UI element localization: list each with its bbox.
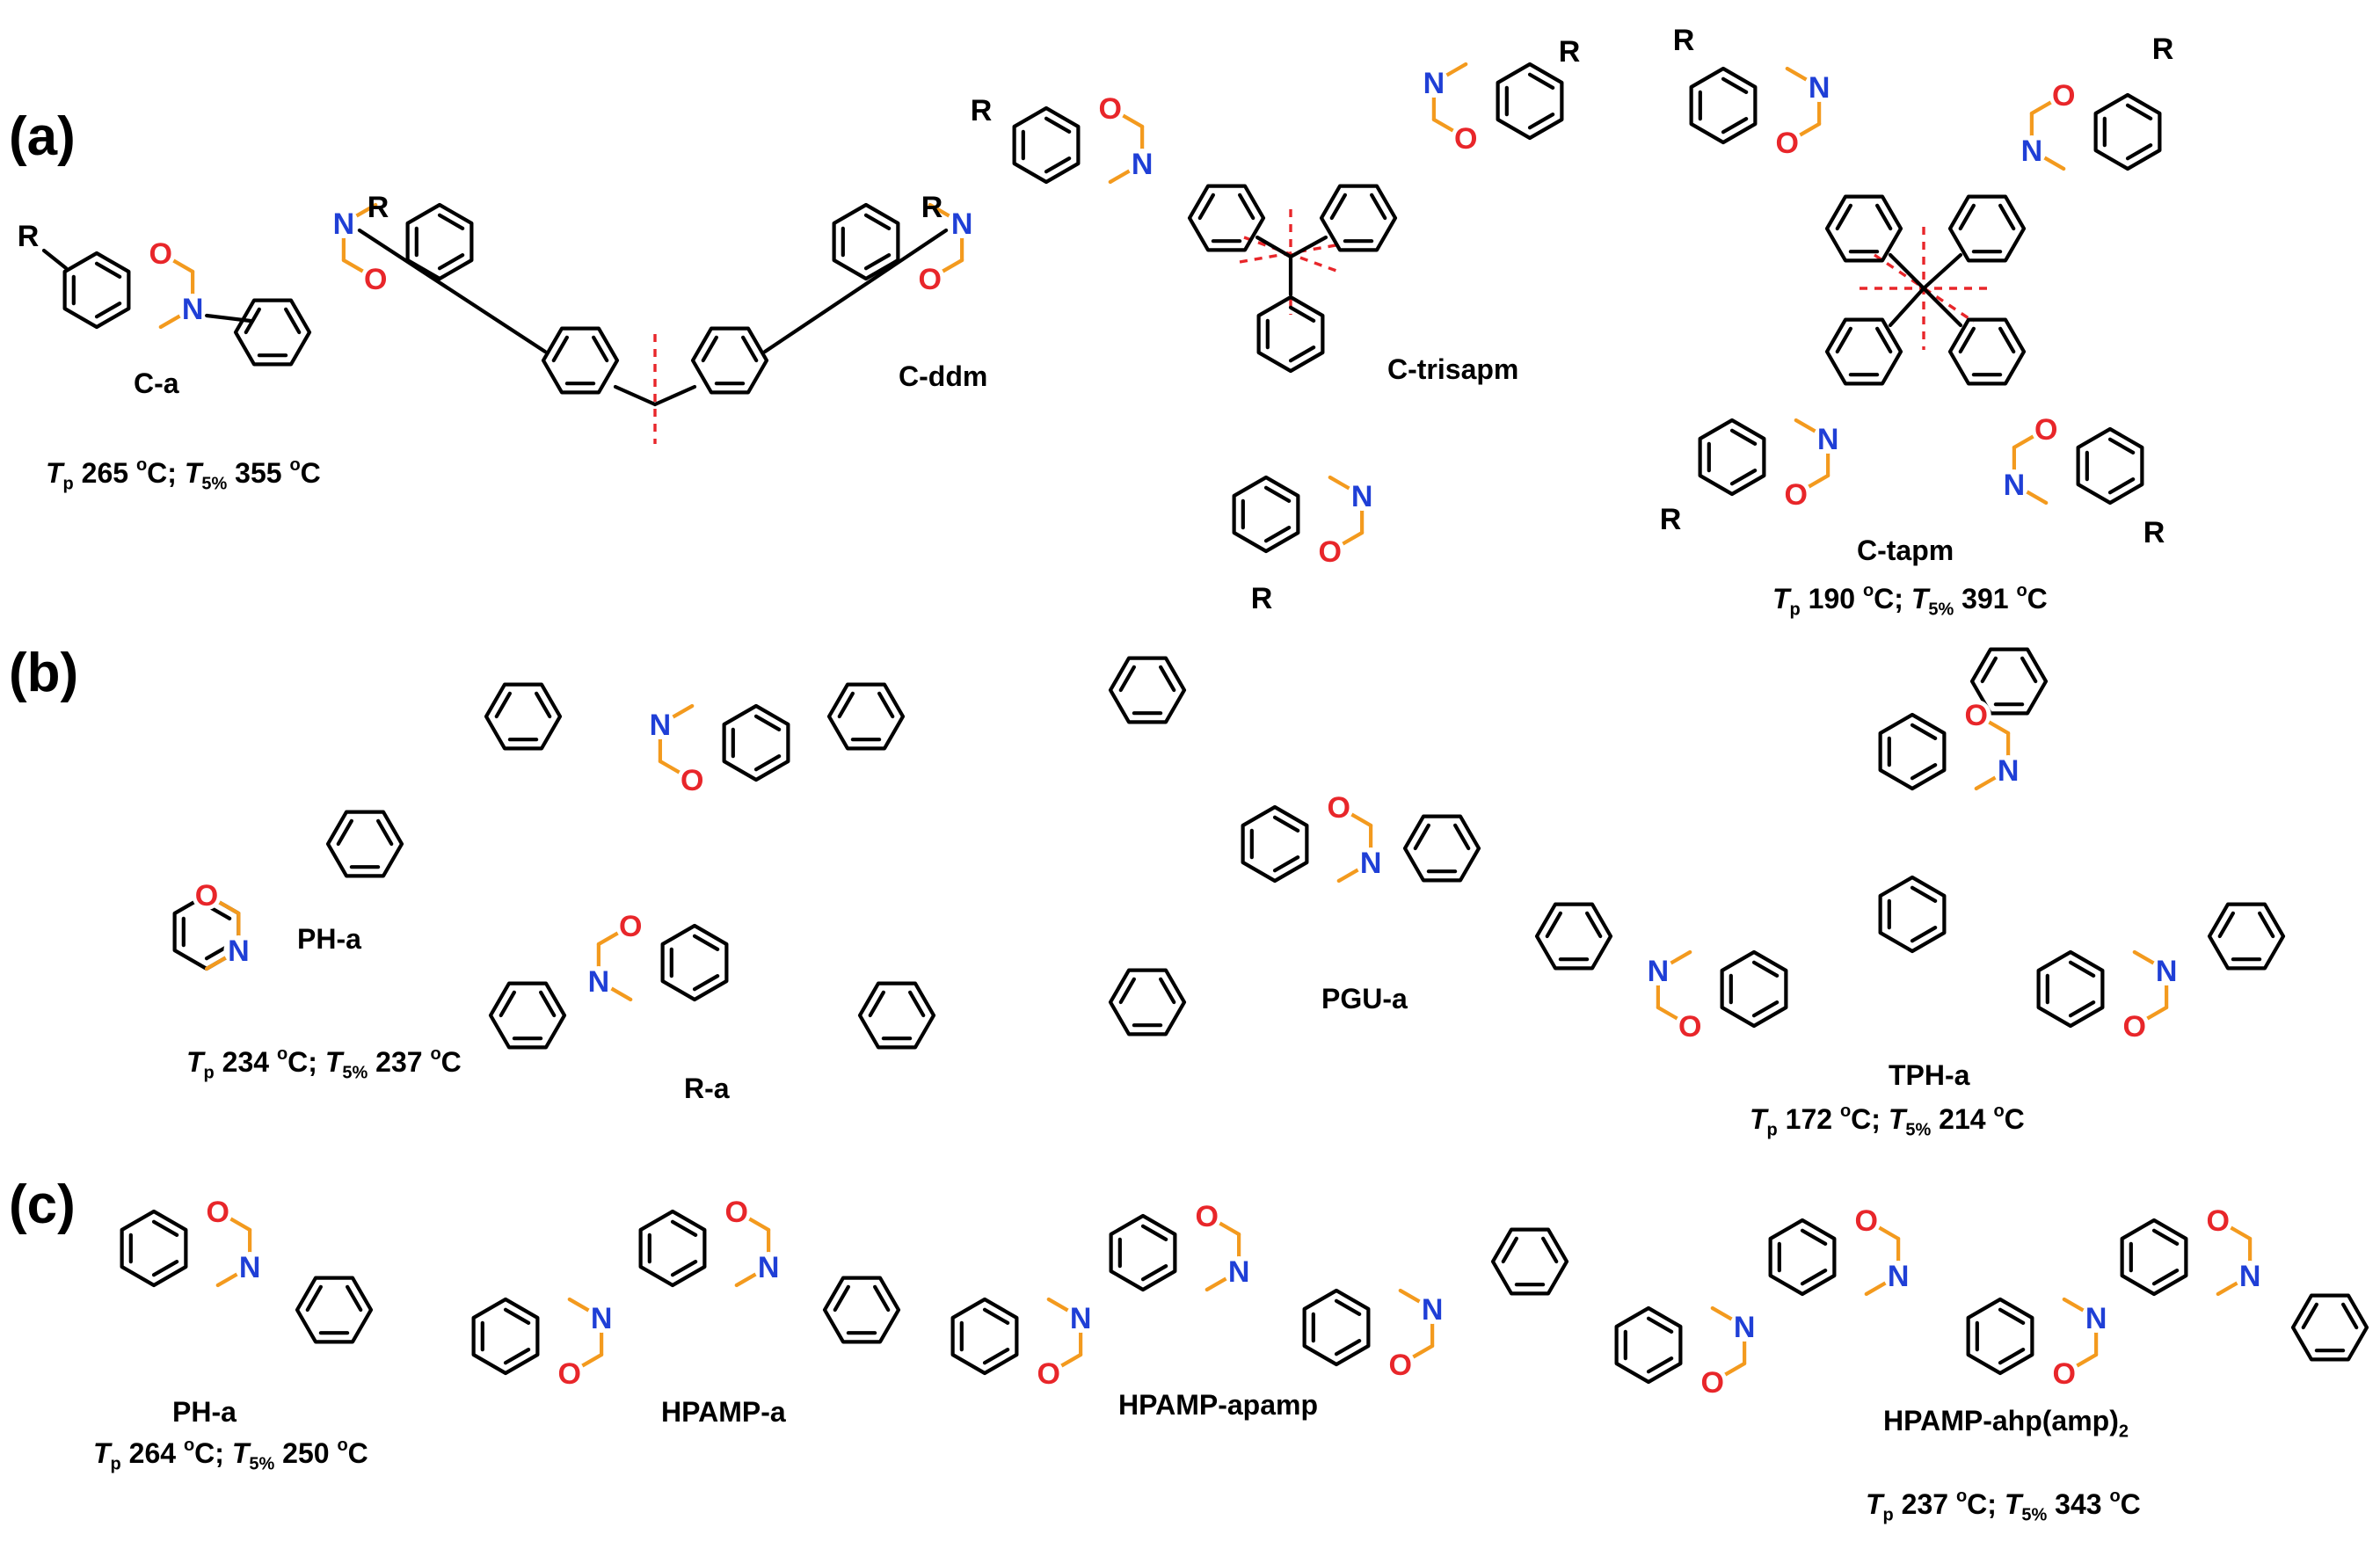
properties-ph-a-c: Tp 264 oC; T5% 250 oC [93,1436,368,1474]
r-group-c-trisapm-3: R [1251,582,1273,615]
oxygen-atom-c-tapm-2: O [2052,79,2075,113]
compound-name-c-a: C-a [134,367,179,399]
r-group-c-ddm-left: R [368,191,389,224]
oxygen-atom-hpamp-ahp-2: O [1855,1204,1878,1238]
r-group-c-tapm-1: R [1673,24,1695,57]
oxygen-atom-c-trisapm-left: O [1099,92,1122,126]
oxygen-atom-tph-a-left: O [1678,1010,1701,1044]
nitrogen-atom-hpamp-ahp-4: N [2239,1260,2261,1293]
nitrogen-atom-c-ddm-left: N [333,207,355,241]
nitrogen-atom-c-tapm-1: N [1809,71,1830,105]
nitrogen-atom-hpamp-apamp-2: N [1228,1255,1250,1289]
oxygen-atom-hpamp-ahp-4: O [2207,1204,2230,1238]
nitrogen-atom-c-trisapm-left: N [1132,148,1154,181]
nitrogen-atom-tph-a-right: N [2156,955,2178,988]
nitrogen-atom-tph-a-left: N [1648,955,1670,988]
nitrogen-atom-hpamp-a-1: N [591,1302,613,1335]
oxygen-atom-hpamp-apamp-3: O [1389,1349,1412,1382]
oxygen-atom-c-a: O [149,237,172,271]
nitrogen-atom-c-a: N [182,293,204,326]
oxygen-atom-ph-a-c: O [207,1196,229,1229]
r-group-c-ddm-right: R [921,191,943,224]
nitrogen-atom-hpamp-ahp-3: N [2085,1302,2107,1335]
oxygen-atom-hpamp-a-2: O [725,1196,748,1229]
oxygen-atom-tph-a-right: O [2123,1010,2146,1044]
r-group-c-trisapm-2: R [1559,35,1581,69]
r-group-c-tapm-3: R [1660,503,1682,536]
compound-name-hpamp-ahp-amp2: HPAMP-ahp(amp)2 [1883,1405,2129,1442]
properties-ph-a-b: Tp 234 oC; T5% 237 oC [186,1044,462,1083]
nitrogen-atom-tph-a-top: N [1998,754,2020,788]
r-group-c-trisapm-1: R [971,94,993,127]
properties-tph-a: Tp 172 oC; T5% 214 oC [1750,1102,2025,1140]
nitrogen-atom-c-tapm-3: N [1817,423,1839,456]
r-group-c-tapm-2: R [2152,33,2174,66]
nitrogen-atom-hpamp-apamp-3: N [1422,1293,1444,1327]
compound-name-c-ddm: C-ddm [899,360,988,392]
nitrogen-atom-c-trisapm-right: N [1423,67,1445,100]
nitrogen-atom-c-ddm-right: N [951,207,973,241]
nitrogen-atom-r-a-top: N [650,709,672,742]
compound-name-ph-a-c: PH-a [172,1396,237,1428]
oxygen-atom-tph-a-top: O [1965,699,1988,732]
nitrogen-atom-hpamp-ahp-1: N [1734,1311,1756,1344]
oxygen-atom-c-trisapm-right: O [1454,122,1477,156]
oxygen-atom-hpamp-apamp-2: O [1196,1200,1219,1233]
oxygen-atom-c-tapm-4: O [2034,413,2057,447]
compound-name-tph-a: TPH-a [1889,1059,1970,1091]
nitrogen-atom-hpamp-apamp-1: N [1070,1302,1092,1335]
oxygen-atom-pgu-a: O [1328,791,1350,825]
panel-label-a: (a) [9,106,76,167]
compound-name-pgu-a: PGU-a [1321,983,1408,1014]
oxygen-atom-c-trisapm-bottom: O [1319,535,1342,569]
compound-name-r-a: R-a [684,1073,730,1104]
compound-name-c-trisapm: C-trisapm [1387,353,1519,385]
oxygen-atom-hpamp-ahp-1: O [1701,1366,1724,1400]
oxygen-atom-hpamp-a-1: O [558,1357,581,1391]
properties-hpamp-ahp-amp2: Tp 237 oC; T5% 343 oC [1866,1487,2141,1525]
oxygen-atom-r-a-bottom: O [619,910,642,943]
nitrogen-atom-pgu-a: N [1360,847,1382,880]
r-group-c-a: R [18,220,40,253]
r-group-c-tapm-4: R [2143,516,2165,549]
oxygen-atom-c-ddm-left: O [364,263,387,296]
oxygen-atom-c-ddm-right: O [919,263,942,296]
compound-name-hpamp-a: HPAMP-a [661,1396,786,1428]
oxygen-atom-hpamp-apamp-1: O [1037,1357,1060,1391]
oxygen-atom-c-tapm-3: O [1785,478,1808,512]
properties-c-tapm: Tp 190 oC; T5% 391 oC [1772,581,2048,620]
nitrogen-atom-r-a-bottom: N [588,965,610,999]
panel-label-c: (c) [9,1174,76,1235]
oxygen-atom-ph-a-b: O [195,879,218,913]
nitrogen-atom-hpamp-a-2: N [758,1251,780,1284]
nitrogen-atom-ph-a-c: N [239,1251,261,1284]
nitrogen-atom-c-tapm-4: N [2004,469,2026,502]
oxygen-atom-c-tapm-1: O [1776,127,1799,160]
nitrogen-atom-ph-a-b: N [228,934,250,968]
properties-c-a: Tp 265 oC; T5% 355 oC [46,455,321,494]
nitrogen-atom-c-trisapm-bottom: N [1351,480,1373,513]
nitrogen-atom-c-tapm-2: N [2021,135,2043,168]
panel-label-b: (b) [9,643,79,703]
oxygen-atom-hpamp-ahp-3: O [2053,1357,2076,1391]
compound-name-c-tapm: C-tapm [1857,535,1954,566]
compound-name-ph-a-b: PH-a [297,923,361,955]
compound-name-hpamp-apamp: HPAMP-apamp [1118,1389,1318,1421]
oxygen-atom-r-a-top: O [681,764,703,797]
nitrogen-atom-hpamp-ahp-2: N [1888,1260,1910,1293]
